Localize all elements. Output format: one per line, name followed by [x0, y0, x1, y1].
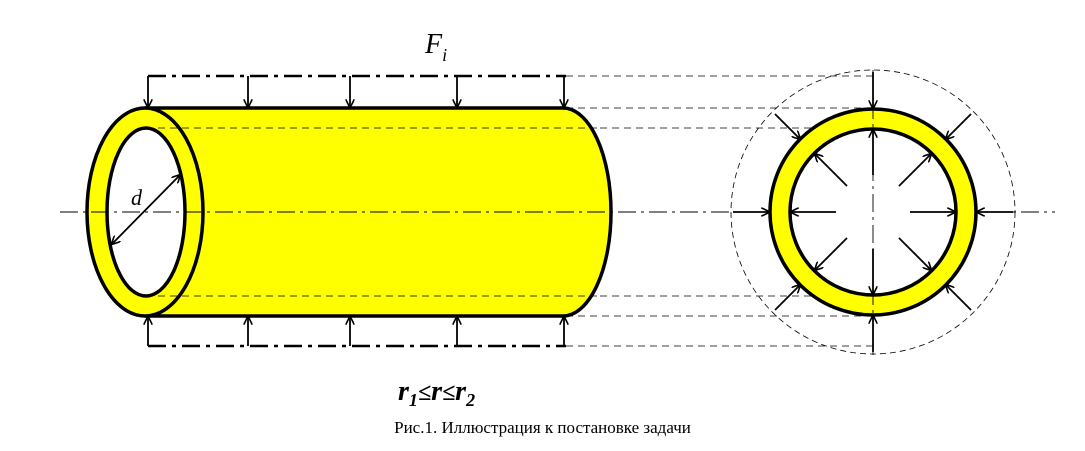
projection-lines [566, 75, 873, 347]
diameter-arrow [112, 175, 180, 244]
bottom-load [148, 317, 566, 348]
cross-section [730, 69, 1016, 355]
diameter-label: d [131, 185, 143, 210]
top-load [148, 74, 566, 107]
figure-caption: Рис.1. Иллюстрация к постановке задачи [394, 418, 691, 437]
force-label: Fi [424, 29, 447, 65]
radius-condition: r1≤r≤r2 [398, 376, 475, 410]
